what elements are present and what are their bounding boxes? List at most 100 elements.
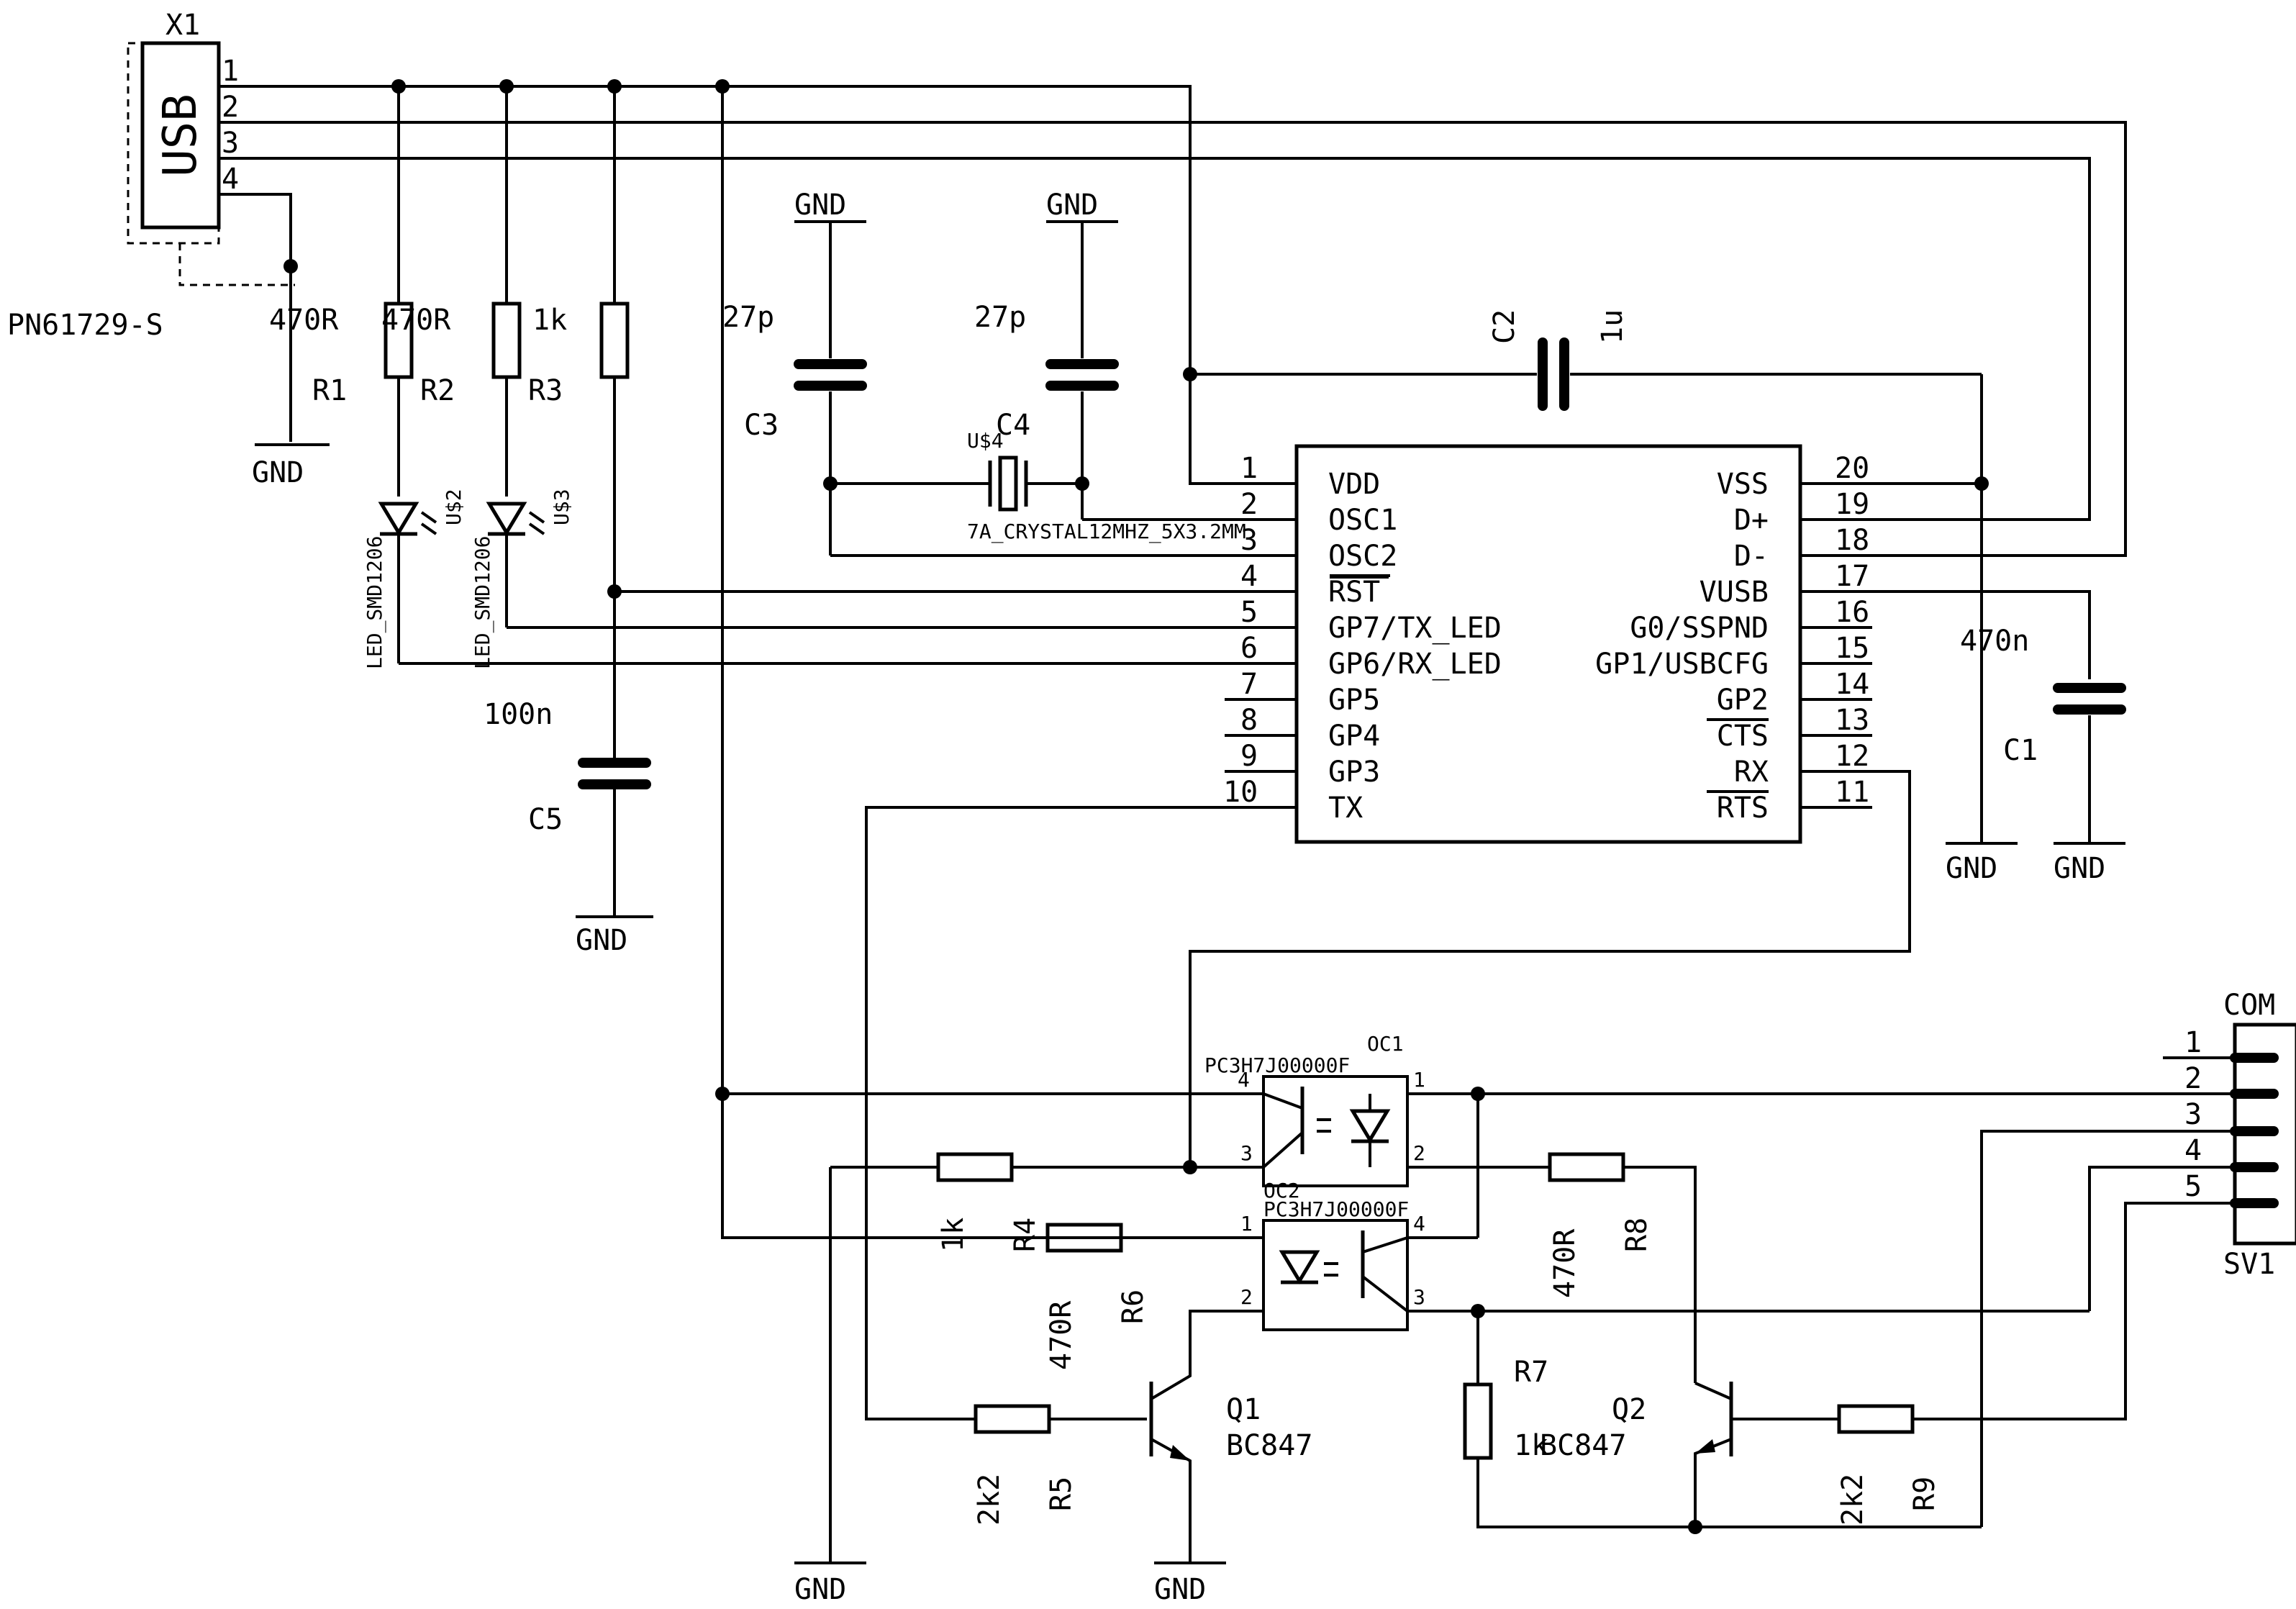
com-header: COM SV1 1 2 3 4 5 [2184, 989, 2296, 1281]
ic-pin-num-15: 15 [1835, 632, 1869, 665]
vss-gnd: GND [1872, 374, 2018, 885]
resistor-r1: 470R R1 GND [252, 304, 347, 489]
ic-pin-name-osc1: OSC1 [1328, 504, 1397, 537]
c1-ref: C1 [2003, 734, 2038, 767]
c3-ref: C3 [744, 409, 779, 442]
ic-pin-name-rst: RST [1328, 576, 1380, 609]
ic-pin-name-rts: RTS [1717, 792, 1769, 825]
gnd-c3: GND [794, 189, 846, 222]
usb-pin-3: 3 [222, 127, 239, 160]
c3-value: 27p [722, 301, 774, 334]
oc2-pin-3: 3 [1413, 1285, 1425, 1309]
gnd-r4: GND [794, 1573, 846, 1606]
q2-ref: Q2 [1612, 1393, 1646, 1426]
usb-pin-2: 2 [222, 91, 239, 124]
ic-pin-num-19: 19 [1835, 488, 1869, 521]
crystal-ref: U$4 [967, 429, 1004, 453]
resistor-r2: 470R R2 [381, 79, 455, 497]
com-pin-3: 3 [2184, 1098, 2202, 1131]
r4-ref: R4 [1009, 1218, 1042, 1252]
capacitor-c3: GND 27p C3 [722, 189, 1297, 557]
ic-pin-name-gp5: GP5 [1328, 684, 1380, 717]
resistor-r9: 2k2 R9 [1731, 1202, 2235, 1526]
oc1-pin-3: 3 [1240, 1141, 1253, 1165]
r8-value: 470R [1548, 1228, 1582, 1298]
ic-pin-num-20: 20 [1835, 452, 1869, 485]
ic-pin-num-7: 7 [1240, 668, 1258, 701]
com-wiring [1980, 1056, 2235, 1527]
ic-pin-name-tx: TX [1328, 792, 1363, 825]
r1-value: 470R [269, 304, 339, 337]
r6-ref: R6 [1117, 1290, 1150, 1324]
q1-ref: Q1 [1226, 1393, 1261, 1426]
oc2-pin-2: 2 [1240, 1285, 1253, 1309]
ic-pin-num-5: 5 [1240, 596, 1258, 629]
r4-value: 1k [937, 1218, 970, 1252]
ic-pin-num-18: 18 [1835, 524, 1869, 557]
c2-ref: C2 [1488, 309, 1521, 344]
gnd-c1: GND [2054, 852, 2105, 885]
ic-pin-num-12: 12 [1835, 740, 1869, 773]
ic-pin-name-gp1: GP1/USBCFG [1595, 648, 1769, 681]
r5-value: 2k2 [973, 1474, 1006, 1526]
c5-value: 100n [484, 698, 553, 731]
usb-ref: X1 [165, 9, 200, 42]
r2-value: 470R [381, 304, 451, 337]
com-pin-2: 2 [2184, 1062, 2202, 1095]
r5-ref: R5 [1045, 1477, 1078, 1511]
ic-pin-name-gp7: GP7/TX_LED [1328, 612, 1502, 645]
com-ref: SV1 [2223, 1248, 2275, 1281]
resistor-r5: 2k2 R5 [973, 1404, 1147, 1526]
vcc-bus [715, 79, 1514, 1239]
resistor-r7: R7 1k [1463, 1304, 2089, 1528]
usb-uart-ic: 1 2 3 4 5 6 7 8 9 10 VDD OSC1 OSC2 RST G… [1223, 444, 1872, 844]
usb-label: USB [154, 94, 207, 177]
ic-pin-num-17: 17 [1835, 560, 1869, 593]
r3-ref: R3 [528, 374, 563, 407]
ic-pin-name-vss: VSS [1717, 468, 1769, 501]
gnd-r1: GND [252, 456, 304, 489]
resistor-r4: 1k R4 GND [794, 1152, 1190, 1606]
r3-value: 1k [532, 304, 567, 337]
ic-pin-num-11: 11 [1835, 776, 1869, 809]
ic-pin-name-gp6: GP6/RX_LED [1328, 648, 1502, 681]
com-pin-5: 5 [2184, 1170, 2202, 1203]
c1-value: 470n [1960, 625, 2029, 658]
oc2-part: PC3H7J00000F [1263, 1197, 1409, 1221]
ic-pin-num-8: 8 [1240, 704, 1258, 737]
ic-pin-num-13: 13 [1835, 704, 1869, 737]
gnd-q1: GND [1154, 1573, 1206, 1606]
com-title: COM [2223, 989, 2275, 1022]
ic-pin-num-3: 3 [1240, 524, 1258, 557]
ic-pin-name-rx: RX [1734, 756, 1769, 789]
r7-ref: R7 [1514, 1356, 1548, 1389]
usb-wires [219, 85, 2127, 557]
ic-pin-num-9: 9 [1240, 740, 1258, 773]
ic-pin-num-16: 16 [1835, 596, 1869, 629]
r2-ref: R2 [420, 374, 455, 407]
transistor-q1: Q1 BC847 GND [1149, 1310, 1312, 1606]
oc1-pin-1: 1 [1413, 1068, 1425, 1092]
gnd-c5: GND [576, 924, 627, 957]
ic-pin-num-6: 6 [1240, 632, 1258, 665]
rx-tx-routing [865, 770, 1911, 1420]
capacitor-c2: C2 1u [1488, 309, 1982, 411]
ic-pin-name-g0: G0/SSPND [1630, 612, 1769, 645]
reset-network: 100n C5 GND [484, 79, 1297, 957]
ic-pin-name-dminus: D- [1734, 540, 1769, 573]
capacitor-c4: GND 27p C4 [974, 189, 1297, 521]
oc1-ref: OC1 [1367, 1032, 1404, 1056]
usb-part: PN61729-S [7, 309, 163, 342]
crystal-part: 7A_CRYSTAL12MHZ_5X3.2MM [967, 520, 1246, 544]
oc2-pin-4: 4 [1413, 1212, 1425, 1236]
transistor-q2: Q2 BC847 [1540, 1382, 1982, 1534]
gnd-vss: GND [1946, 852, 1997, 885]
usb-pin-1: 1 [222, 55, 239, 88]
ic-pin-name-vdd: VDD [1328, 468, 1380, 501]
led-u3-ref: U$3 [550, 489, 573, 525]
gnd-c4: GND [1046, 189, 1098, 222]
r9-value: 2k2 [1836, 1474, 1869, 1526]
q1-part: BC847 [1226, 1429, 1312, 1462]
capacitor-c1: 470n C1 GND [1872, 590, 2126, 885]
